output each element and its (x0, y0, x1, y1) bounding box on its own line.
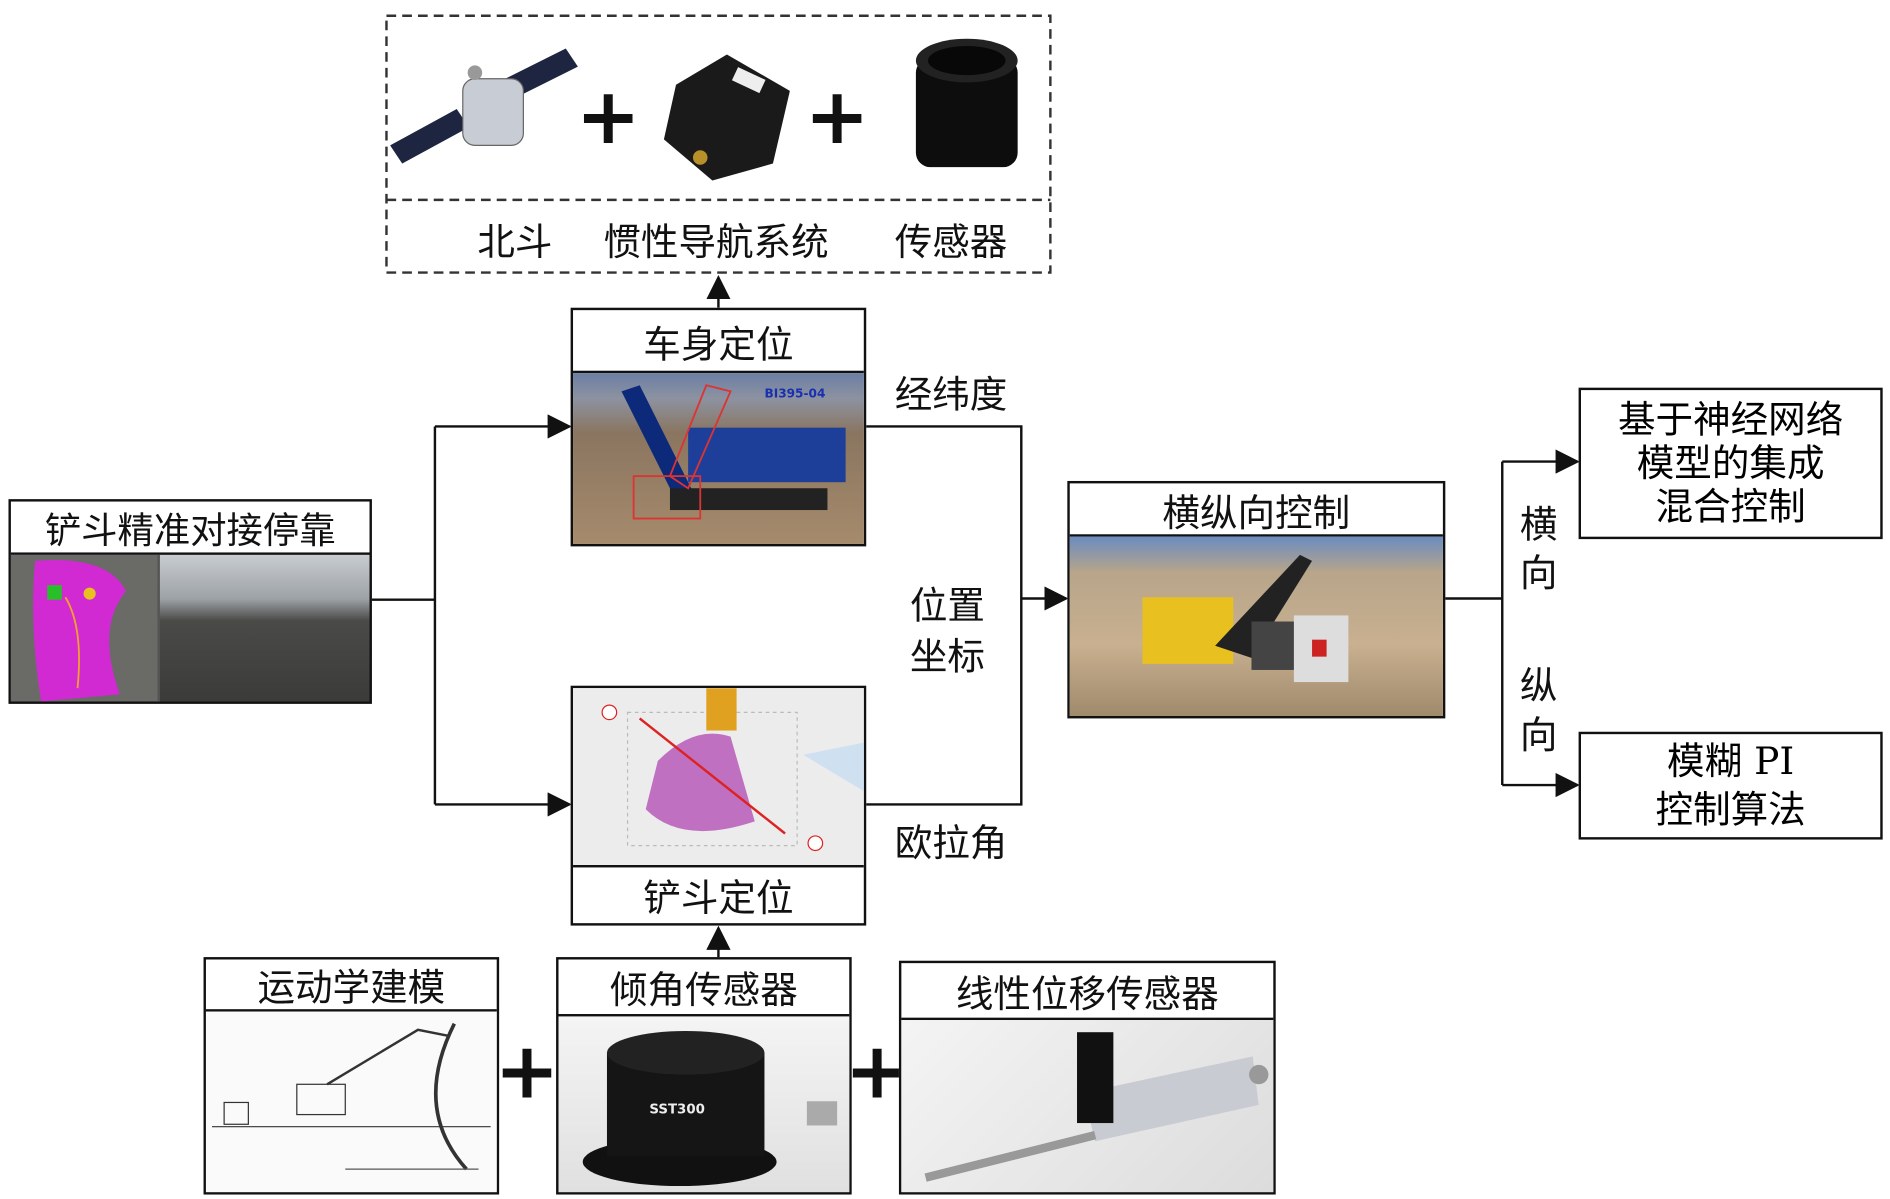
linear-sensor-image (901, 1020, 1274, 1193)
tilt-sensor-title: 倾角传感器 (558, 960, 850, 1017)
nn-hybrid-control-box: 基于神经网络 模型的集成 混合控制 (1578, 387, 1883, 540)
linear-sensor-title: 线性位移传感器 (901, 963, 1274, 1021)
nn-line-3: 混合控制 (1655, 485, 1806, 529)
machine-id-text: BI395-04 (764, 387, 826, 402)
fuzzy-line-2: 控制算法 (1655, 788, 1806, 832)
bucket-positioning-box: 铲斗定位 (570, 685, 867, 926)
sensor-group-border (385, 14, 1052, 274)
label-longitudinal-2: 向 (1519, 714, 1558, 758)
kinematics-box: 运动学建模 (203, 957, 500, 1195)
plus-sign: + (804, 72, 870, 163)
shovel-body-image: BI395-04 (573, 373, 864, 544)
sensor-image (911, 34, 1022, 177)
label-lateral-1: 横 (1519, 503, 1558, 547)
linear-sensor-box: 线性位移传感器 (898, 960, 1276, 1195)
label-lat-lon: 经纬度 (894, 373, 1008, 418)
kinematics-drawing (205, 1011, 497, 1193)
label-longitudinal-1: 纵 (1519, 664, 1558, 709)
body-positioning-box: 车身定位 BI395-04 (570, 307, 867, 547)
plus-sign: + (494, 1027, 560, 1118)
docking-camera-view (159, 554, 370, 702)
beidou-satellite-image (390, 42, 578, 164)
label-lateral-2: 向 (1519, 551, 1558, 596)
bucket-docking-box: 铲斗精准对接停靠 (8, 499, 372, 704)
tilt-sensor-image: SST300 (558, 1016, 850, 1193)
shovel-truck-image (1069, 536, 1443, 716)
label-ins: 惯性导航系统 (603, 221, 829, 265)
control-box: 横纵向控制 (1067, 480, 1446, 719)
nn-line-1: 基于神经网络 (1617, 397, 1844, 442)
bucket-positioning-title: 铲斗定位 (643, 876, 794, 921)
tilt-sensor-box: 倾角传感器 SST300 (556, 957, 852, 1195)
fuzzy-line-1: 模糊 PI (1667, 739, 1795, 784)
bucket-model-image (573, 688, 864, 868)
control-title: 横纵向控制 (1069, 483, 1443, 537)
plus-sign: + (575, 72, 641, 163)
label-position-1: 位置 (909, 584, 985, 629)
label-sensor: 传感器 (894, 221, 1008, 265)
fuzzy-pi-box: 模糊 PI 控制算法 (1578, 731, 1883, 840)
nn-line-2: 模型的集成 (1636, 441, 1825, 486)
docking-image (10, 554, 370, 702)
body-positioning-title: 车身定位 (573, 310, 864, 374)
plus-sign: + (844, 1027, 910, 1118)
bucket-docking-title: 铲斗精准对接停靠 (10, 502, 370, 555)
kinematics-title: 运动学建模 (205, 960, 497, 1012)
label-euler: 欧拉角 (894, 822, 1008, 866)
label-beidou: 北斗 (477, 221, 553, 265)
ins-device-image (663, 54, 790, 181)
docking-map-view (10, 554, 158, 702)
tilt-sensor-model-text: SST300 (649, 1101, 705, 1118)
label-position-2: 坐标 (909, 635, 985, 680)
